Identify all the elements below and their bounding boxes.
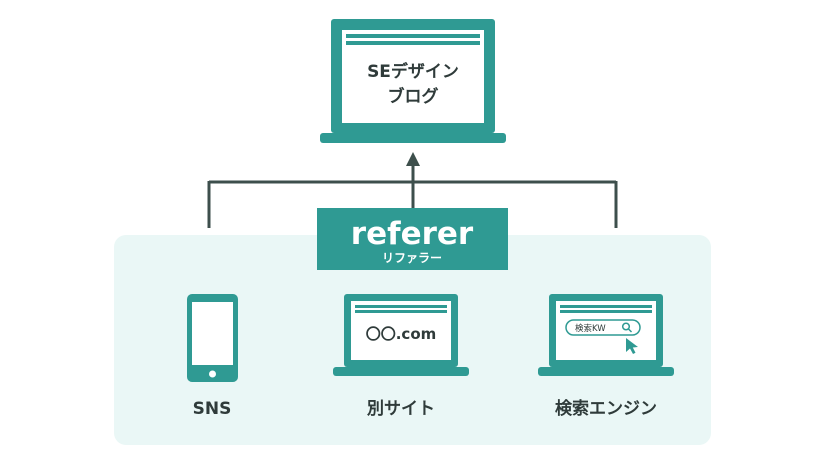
other-site-screen-text: 〇〇.com — [366, 325, 437, 343]
cursor-arrow-icon — [626, 338, 638, 354]
target-title-line2: ブログ — [388, 86, 439, 107]
sns-phone: SNS — [187, 294, 238, 419]
other-site-label: 別サイト — [366, 399, 435, 419]
arrow-up-icon — [406, 152, 420, 166]
other-site-laptop: 〇〇.com 別サイト — [333, 294, 469, 419]
search-icon — [621, 322, 633, 333]
target-title-line1: SEデザイン — [367, 61, 459, 82]
referer-box: referer リファラー — [317, 208, 508, 270]
target-laptop: SEデザイン ブログ — [320, 19, 506, 143]
search-box — [565, 319, 641, 336]
connector-lines — [207, 162, 618, 228]
search-engine-laptop: 検索KW 検索エンジン — [538, 294, 674, 419]
referer-reading: リファラー — [382, 251, 442, 265]
search-box-text: 検索KW — [575, 323, 606, 334]
referer-label: referer — [351, 216, 474, 252]
sns-label: SNS — [193, 399, 232, 419]
phone-home-button — [209, 370, 216, 378]
search-engine-label: 検索エンジン — [555, 398, 657, 419]
